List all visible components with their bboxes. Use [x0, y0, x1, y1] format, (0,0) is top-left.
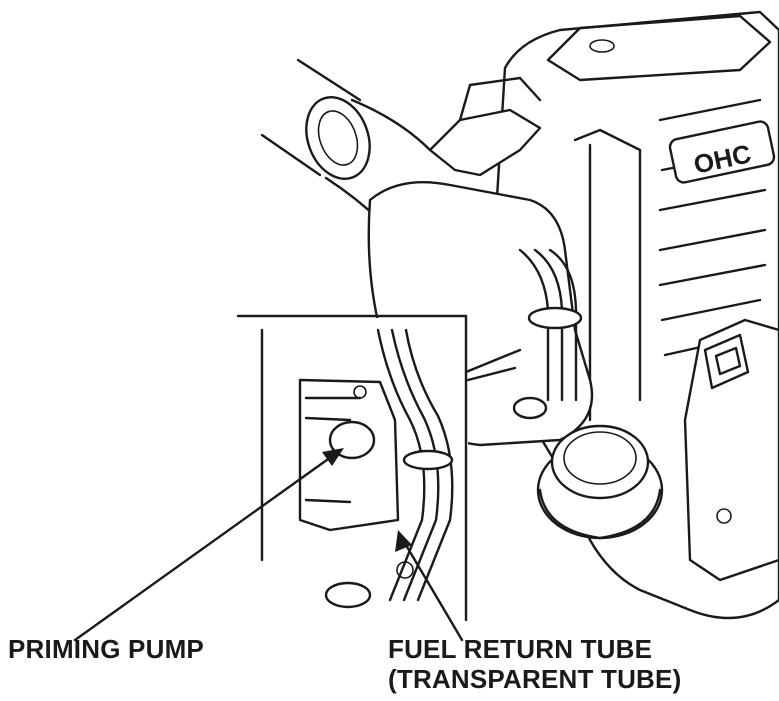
fuel-return-tube-label: FUEL RETURN TUBE (TRANSPARENT TUBE)	[388, 634, 681, 694]
leader-fuel-return	[395, 530, 464, 642]
fuel-return-tube-line2: (TRANSPARENT TUBE)	[388, 664, 682, 694]
throttle-handle	[683, 318, 779, 582]
fuel-cap	[536, 424, 664, 540]
leader-priming-pump	[73, 448, 344, 642]
frame-tubes	[260, 58, 432, 232]
priming-pump-label: PRIMING PUMP	[8, 634, 204, 664]
detail-inset	[236, 314, 522, 622]
fuel-return-tube-line1: FUEL RETURN TUBE	[388, 634, 653, 664]
